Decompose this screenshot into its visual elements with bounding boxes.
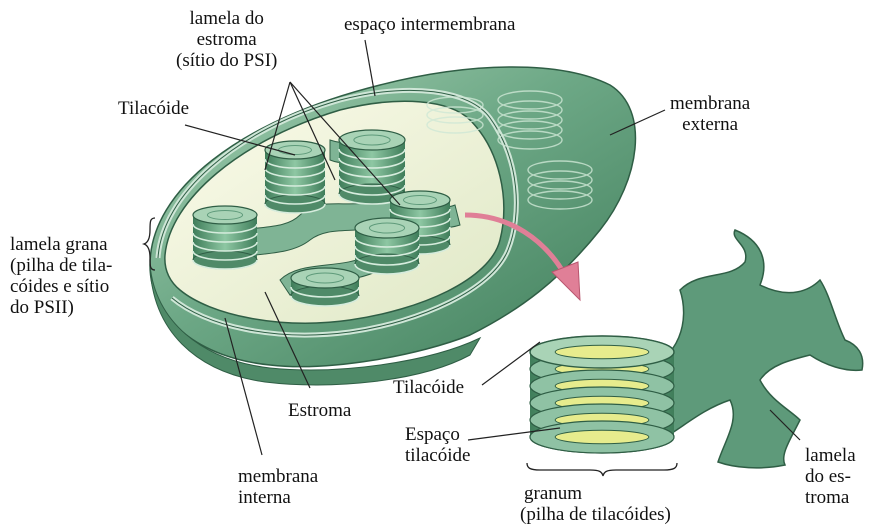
granum-detail — [530, 230, 863, 468]
label-membrana-externa: membrana externa — [670, 93, 750, 135]
label-lamela-do-estroma: lamela do es- troma — [805, 445, 856, 508]
label-tilacoide-top: Tilacóide — [118, 98, 189, 119]
label-line: membrana — [670, 93, 750, 114]
label-line: Tilacóide — [118, 98, 189, 119]
label-granum: granum (pilha de tilacóides) — [520, 483, 671, 525]
label-line: do es- — [805, 466, 856, 487]
label-line: estroma — [176, 29, 277, 50]
granum-stack — [291, 268, 359, 306]
thylakoid-disc-top — [265, 141, 325, 159]
label-line: (sítio do PSI) — [176, 50, 277, 71]
thylakoid-disc-top — [390, 191, 450, 209]
granum-brace — [527, 463, 677, 476]
label-espaco-intermembrana: espaço intermembrana — [344, 14, 515, 35]
label-line: interna — [238, 487, 318, 508]
label-line: (pilha de tilacóides) — [520, 504, 671, 525]
label-line: lamela grana — [10, 234, 112, 255]
label-line: cóides e sítio — [10, 276, 112, 297]
label-line: do PSII) — [10, 297, 112, 318]
label-tilacoide-detail: Tilacóide — [393, 377, 464, 398]
label-estroma: Estroma — [288, 400, 351, 421]
thylakoid-disc-top — [355, 218, 419, 238]
label-line: lamela — [805, 445, 856, 466]
label-lamela-grana: lamela grana (pilha de tila- cóides e sí… — [10, 234, 112, 318]
label-line: lamela do — [176, 8, 277, 29]
label-lamela-estroma: lamela do estroma (sítio do PSI) — [176, 8, 277, 71]
detail-thylakoid-lumen — [555, 430, 649, 443]
label-line: membrana — [238, 466, 318, 487]
thylakoid-disc-top — [193, 206, 257, 224]
granum-stack — [355, 218, 419, 274]
label-espaco-tilacoide: Espaço tilacóide — [405, 424, 470, 466]
label-line: externa — [670, 114, 750, 135]
label-line: troma — [805, 487, 856, 508]
thylakoid-disc-top — [291, 268, 359, 288]
label-line: granum — [520, 483, 671, 504]
detail-thylakoid-top-lumen — [555, 345, 649, 358]
granum-stack — [265, 141, 325, 213]
granum-stack — [193, 206, 257, 269]
label-line: (pilha de tila- — [10, 255, 112, 276]
label-line: Estroma — [288, 400, 351, 421]
label-membrana-interna: membrana interna — [238, 466, 318, 508]
label-line: Espaço — [405, 424, 470, 445]
label-line: Tilacóide — [393, 377, 464, 398]
label-line: tilacóide — [405, 445, 470, 466]
label-line: espaço intermembrana — [344, 14, 515, 35]
granum-stack — [339, 130, 405, 204]
